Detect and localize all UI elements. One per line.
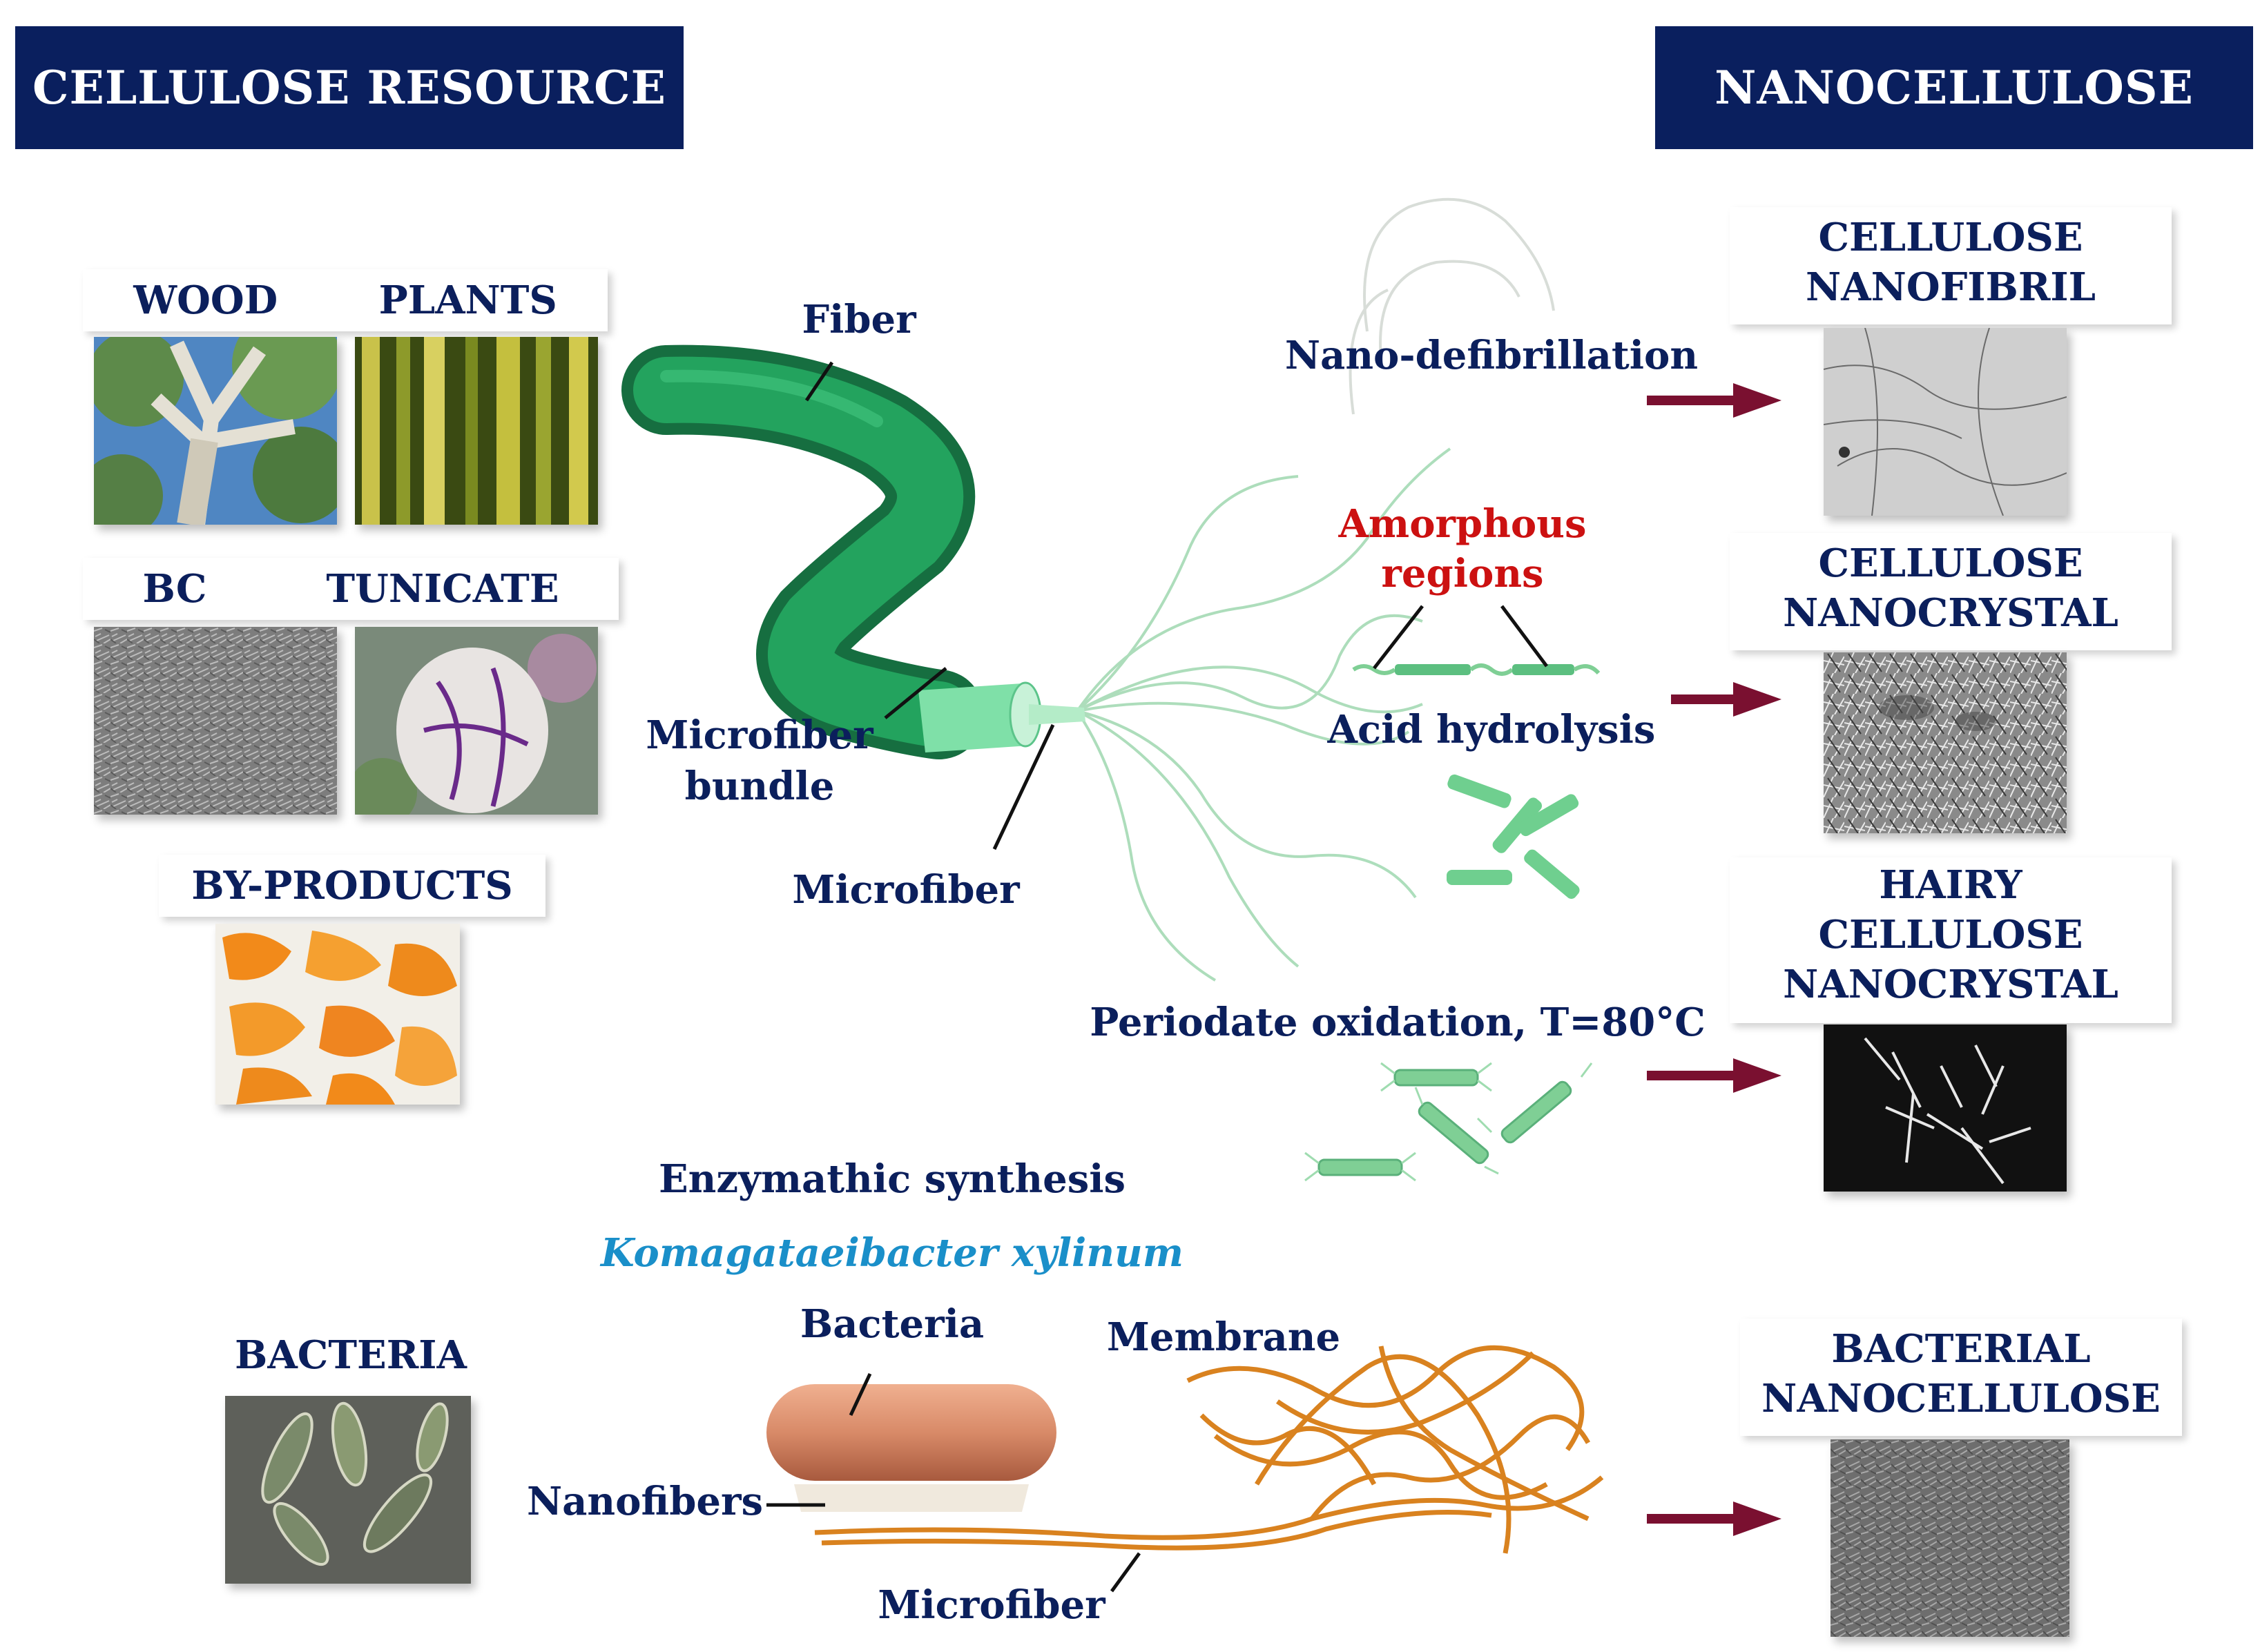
product-title-cnf: CELLULOSE NANOFIBRIL <box>1730 207 2172 324</box>
hcnc-label-1: HAIRY <box>1879 862 2022 908</box>
source-title-wood-plants: WOOD PLANTS <box>83 269 608 331</box>
cnc-label-2: NANOCRYSTAL <box>1783 590 2118 636</box>
tunicate-image <box>355 627 598 815</box>
periodate-oxidation-label: Periodate oxidation, T=80°C <box>1090 1000 1706 1045</box>
nanofibers-label: Nanofibers <box>526 1479 764 1524</box>
nanocrystal-rods <box>1447 774 1580 900</box>
header-nanocellulose: NANOCELLULOSE <box>1655 26 2253 149</box>
acid-hydrolysis-label: Acid hydrolysis <box>1327 707 1656 752</box>
bacteria-cell <box>766 1372 1056 1512</box>
fiber-label: Fiber <box>802 297 916 342</box>
cnc-image <box>1824 652 2067 833</box>
header-nanocellulose-text: NANOCELLULOSE <box>1715 61 2194 115</box>
amorphous-label-1: Amorphous <box>1338 501 1587 547</box>
source-bc-label: BC <box>142 566 207 612</box>
cnf-label-2: NANOFIBRIL <box>1806 264 2096 310</box>
membrane-label: Membrane <box>1106 1314 1341 1360</box>
fiber-tube <box>621 344 984 759</box>
membrane-network <box>814 1345 1604 1554</box>
cnc-label-1: CELLULOSE <box>1818 541 2083 586</box>
wood-image <box>94 337 337 525</box>
microfibril-strands <box>1076 447 1451 982</box>
bnc-image <box>1831 1439 2069 1637</box>
product-title-cnc: CELLULOSE NANOCRYSTAL <box>1730 533 2172 650</box>
header-cellulose-resource: CELLULOSE RESOURCE <box>15 26 684 149</box>
source-bacteria-label: BACTERIA <box>235 1332 467 1378</box>
cnf-label-1: CELLULOSE <box>1818 215 2083 260</box>
bnc-label-1: BACTERIAL <box>1831 1326 2091 1372</box>
bacteria-cell-label: Bacteria <box>800 1301 985 1347</box>
product-title-hcnc: HAIRY CELLULOSE NANOCRYSTAL <box>1730 857 2172 1023</box>
microfiber-bundle-label-1: Microfiber <box>646 712 873 758</box>
header-cellulose-resource-text: CELLULOSE RESOURCE <box>32 61 666 115</box>
source-plants-label: PLANTS <box>378 278 557 323</box>
species-label: Komagataeibacter xylinum <box>600 1230 1184 1276</box>
process-arrows <box>1647 383 1781 1536</box>
source-tunicate-label: TUNICATE <box>326 566 559 612</box>
microfiber-bottom-leader <box>1110 1552 1141 1593</box>
microfiber-bottom-label: Microfiber <box>878 1582 1105 1628</box>
bacteria-image <box>225 1396 471 1584</box>
byproducts-image <box>215 924 460 1105</box>
plants-image <box>355 337 598 525</box>
bnc-label-2: NANOCELLULOSE <box>1761 1376 2161 1421</box>
microfiber-bundle-shape <box>918 681 1085 752</box>
source-title-bc-tunicate: BC TUNICATE <box>83 558 619 620</box>
bc-image <box>94 627 337 815</box>
source-wood-label: WOOD <box>133 278 278 323</box>
fibril-strands <box>1349 197 1555 415</box>
hcnc-label-2: CELLULOSE <box>1818 912 2083 958</box>
fiber-leader-lines <box>804 361 1055 851</box>
hcnc-label-3: NANOCRYSTAL <box>1783 962 2118 1007</box>
hairy-nanocrystal-rods <box>1304 1062 1593 1182</box>
amorphous-label-2: regions <box>1381 551 1544 596</box>
nano-defibrillation-label: Nano-defibrillation <box>1284 333 1699 378</box>
microfiber-bundle-label-2: bundle <box>684 764 835 809</box>
source-title-byproducts: BY-PRODUCTS <box>159 855 545 917</box>
enzymatic-synthesis-label: Enzymathic synthesis <box>658 1156 1126 1202</box>
amorphous-strand <box>1352 605 1601 676</box>
source-byproducts-label: BY-PRODUCTS <box>191 863 513 908</box>
microfiber-label: Microfiber <box>792 867 1020 913</box>
cnf-image <box>1824 328 2067 516</box>
product-title-bnc: BACTERIAL NANOCELLULOSE <box>1740 1319 2182 1436</box>
hcnc-image <box>1824 1024 2067 1192</box>
